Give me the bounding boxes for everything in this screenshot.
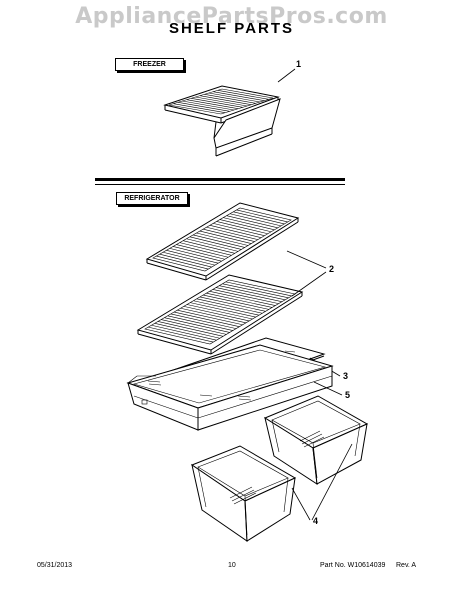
shelf-wire [169,248,222,262]
freezer-label: FREEZER [115,58,184,71]
refrigerator-label: REFRIGERATOR [116,192,188,205]
section-divider-thick [95,178,345,181]
shelf-wire [193,300,260,316]
shelf-wire [186,304,253,320]
shelf-wire [186,99,239,109]
footer-date: 05/31/2013 [37,562,73,569]
shelf-wire [157,321,224,337]
shelf-wire [213,91,265,101]
shelf-wire [199,230,252,244]
shelf-wire [223,217,275,231]
shelf-wire [193,234,245,248]
shelf-wire [209,291,276,306]
section-divider-thin [95,184,345,185]
callout-leader-1 [277,68,296,83]
shelf-wire [208,92,261,103]
callout-leader-4a [291,487,311,521]
shelf-wire [219,285,286,301]
crisper-drawer-right [263,395,369,485]
shelf-wire [216,221,268,235]
shelf-wire [179,242,232,256]
footer-page-number: 10 [228,562,236,569]
callout-leader-5 [313,381,343,396]
callout-4: 4 [313,516,319,526]
shelf-wire [203,294,269,310]
shelf-wire [161,319,227,335]
shelf-wire [170,313,237,329]
shelf-wire [177,102,230,112]
shelf-wire [206,226,258,240]
shelf-wire [233,211,285,225]
callout-leader-4b [311,443,353,521]
shelf-wire [151,324,217,341]
callout-leader-2b [291,271,327,297]
shelf-wire [213,223,265,236]
shelf-wire [183,240,235,254]
shelf-wire [177,309,243,326]
shelf-wire [219,219,272,233]
shelf-wire [156,255,209,270]
shelf-wire [183,306,250,322]
shelf-wire [164,317,230,333]
crisper-drawer-left [190,445,297,542]
shelf-wire [222,283,289,299]
shelf-wire [199,296,266,312]
footer-revision: Rev. A [396,562,417,569]
shelf-wire [195,96,248,107]
shelf-wire [148,326,214,343]
footer-part-number: Part No. W10614039 [320,562,386,569]
shelf-wire [226,215,278,229]
watermark: AppliancePartsPros.com [75,4,388,29]
shelf-wire [225,281,292,297]
shelf-wire [189,236,242,250]
shelf-wire [236,209,288,223]
shelf-wire [196,298,263,314]
refrigerator-wire-shelf-upper [145,202,300,281]
shelf-wire [191,98,243,108]
shelf-wire [204,94,256,104]
shelf-wire [167,315,233,331]
shelf-wire [173,246,225,260]
callout-3: 3 [343,371,349,381]
shelf-wire [154,323,220,339]
shelf-wire [229,213,282,227]
shelf-wire [176,244,229,258]
shelf-wire [209,225,262,238]
shelf-wire [186,238,239,252]
shelf-wire [166,250,219,264]
callout-1: 1 [296,59,302,69]
callout-2: 2 [329,264,335,274]
freezer-wire-shelf [163,85,281,157]
shelf-wire [159,253,212,268]
shelf-wire [182,100,235,111]
callout-leader-2a [286,250,327,269]
shelf-wire [173,103,226,113]
shelf-wire [196,232,249,246]
shelf-wire [180,307,247,324]
crisper-cover-frame [126,344,334,431]
shelf-wire [217,90,269,100]
shelf-wire [203,228,255,242]
shelf-wire [212,289,279,304]
shelf-wire [216,287,282,302]
shelf-wire [199,95,252,105]
shelf-wire [174,311,240,327]
callout-5: 5 [345,390,351,400]
shelf-wire [162,251,215,266]
shelf-wire [206,292,273,308]
page-title: SHELF PARTS [168,20,295,37]
shelf-wire [190,302,256,318]
